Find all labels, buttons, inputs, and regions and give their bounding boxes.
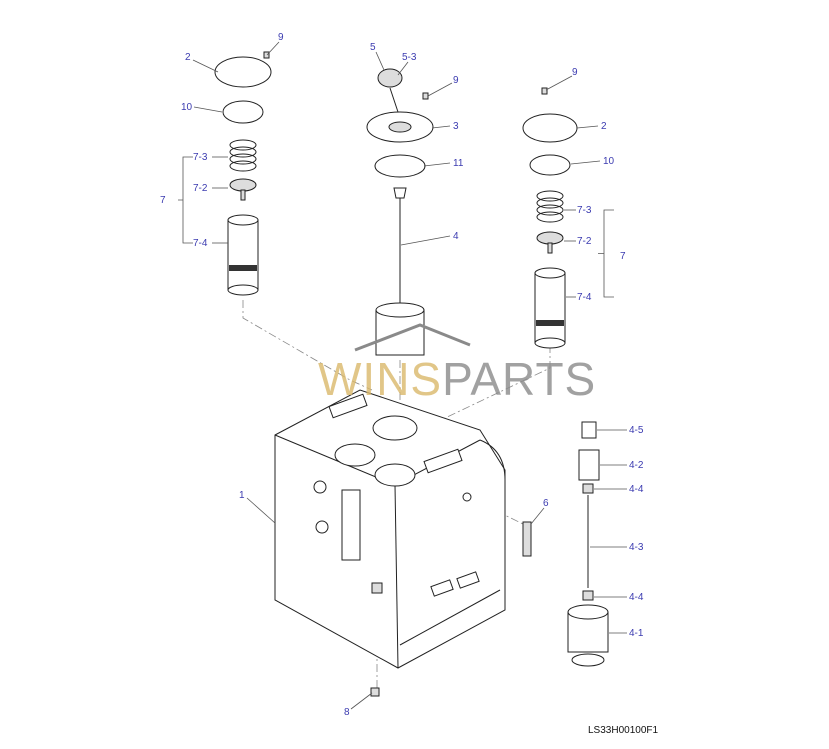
leader-line xyxy=(193,106,223,113)
callout-label: 5-3 xyxy=(402,52,417,63)
leader-line xyxy=(246,497,276,524)
callout-8: 8 xyxy=(344,692,373,718)
callout-4-4: 4-4 xyxy=(594,484,644,495)
callout-label: 10 xyxy=(181,102,193,113)
callout-4-2: 4-2 xyxy=(600,460,644,471)
callout-11: 11 xyxy=(423,158,464,169)
callout-label: 3 xyxy=(453,121,459,132)
callout-label: 4-4 xyxy=(629,592,644,603)
leader-line xyxy=(397,61,409,76)
callout-label: 7-4 xyxy=(193,238,208,249)
callout-7-4: 7-4 xyxy=(566,292,592,303)
callout-label: 2 xyxy=(601,121,607,132)
callout-3: 3 xyxy=(431,121,459,132)
callout-label: 5 xyxy=(370,42,376,53)
callout-label: 9 xyxy=(453,75,459,86)
callout-label: 4-4 xyxy=(629,484,644,495)
callout-label: 2 xyxy=(185,52,191,63)
leader-line xyxy=(570,160,601,165)
callout-label: 7-3 xyxy=(577,205,592,216)
svg-text:WINSPARTS: WINSPARTS xyxy=(318,353,596,405)
callout-label: 7 xyxy=(620,251,626,262)
leader-line xyxy=(431,125,451,129)
callout-label: 8 xyxy=(344,707,350,718)
callout-4-1: 4-1 xyxy=(609,628,644,639)
leader-line xyxy=(400,235,451,246)
leader-line xyxy=(266,41,280,56)
leader-line xyxy=(530,507,545,525)
leader-line xyxy=(576,125,599,129)
leader-line xyxy=(545,75,573,91)
callout-labels: 9 2 10 7-3 7-2 7 7-4 5 5-3 9 3 11 4 9 2 10 7-3 7-2 7-4 7 1 6 4… xyxy=(160,32,644,718)
callout-7-4: 7-4 xyxy=(193,238,228,249)
callout-6: 6 xyxy=(530,498,549,525)
callout-7-2: 7-2 xyxy=(564,236,592,247)
callout-label: 9 xyxy=(572,67,578,78)
callout-label: 7 xyxy=(160,195,166,206)
leader-line xyxy=(427,82,453,97)
hydraulic-tank xyxy=(274,389,506,669)
callout-label: 9 xyxy=(278,32,284,43)
callout-2: 2 xyxy=(576,121,607,132)
leader-line xyxy=(192,59,219,73)
callout-1: 1 xyxy=(239,490,276,524)
callout-7-2: 7-2 xyxy=(193,183,228,194)
strainer-assembly xyxy=(522,421,609,667)
callout-label: 11 xyxy=(453,158,464,169)
callout-4-3: 4-3 xyxy=(590,542,644,553)
right-filter-assembly xyxy=(522,87,578,349)
group-bracket xyxy=(598,209,614,298)
callout-4-4: 4-4 xyxy=(594,592,644,603)
callout-label: 4-1 xyxy=(629,628,644,639)
callout-label: 6 xyxy=(543,498,549,509)
callout-7-3: 7-3 xyxy=(193,152,228,163)
drain-plug xyxy=(370,687,380,697)
callout-5-3: 5-3 xyxy=(397,52,417,76)
callout-label: 7-2 xyxy=(577,236,592,247)
callout-label: 4-5 xyxy=(629,425,644,436)
callout-7: 7 xyxy=(620,251,626,262)
center-gauge-assembly xyxy=(366,68,434,356)
leader-line xyxy=(350,692,373,710)
callout-label: 4-2 xyxy=(629,460,644,471)
callout-2: 2 xyxy=(185,52,219,73)
watermark-logo: WINSPARTS xyxy=(318,323,596,405)
callout-label: 7-3 xyxy=(193,152,208,163)
drawing-number: LS33H00100F1 xyxy=(588,725,658,736)
callout-label: 7-2 xyxy=(193,183,208,194)
callout-label: 4 xyxy=(453,231,459,242)
callout-10: 10 xyxy=(181,102,223,113)
callout-5: 5 xyxy=(370,42,385,71)
callout-9: 9 xyxy=(545,67,578,91)
group-bracket xyxy=(178,156,193,244)
callout-7-3: 7-3 xyxy=(564,205,592,216)
callout-10: 10 xyxy=(570,156,615,167)
callout-label: 1 xyxy=(239,490,245,501)
callout-7: 7 xyxy=(160,195,166,206)
callout-label: 7-4 xyxy=(577,292,592,303)
leader-line xyxy=(423,162,451,167)
left-filter-assembly xyxy=(214,51,272,296)
callout-4: 4 xyxy=(400,231,459,246)
callout-9: 9 xyxy=(266,32,284,56)
leader-line xyxy=(375,51,385,71)
callout-9: 9 xyxy=(427,75,459,97)
callout-label: 4-3 xyxy=(629,542,644,553)
callout-label: 10 xyxy=(603,156,615,167)
callout-4-5: 4-5 xyxy=(597,425,644,436)
